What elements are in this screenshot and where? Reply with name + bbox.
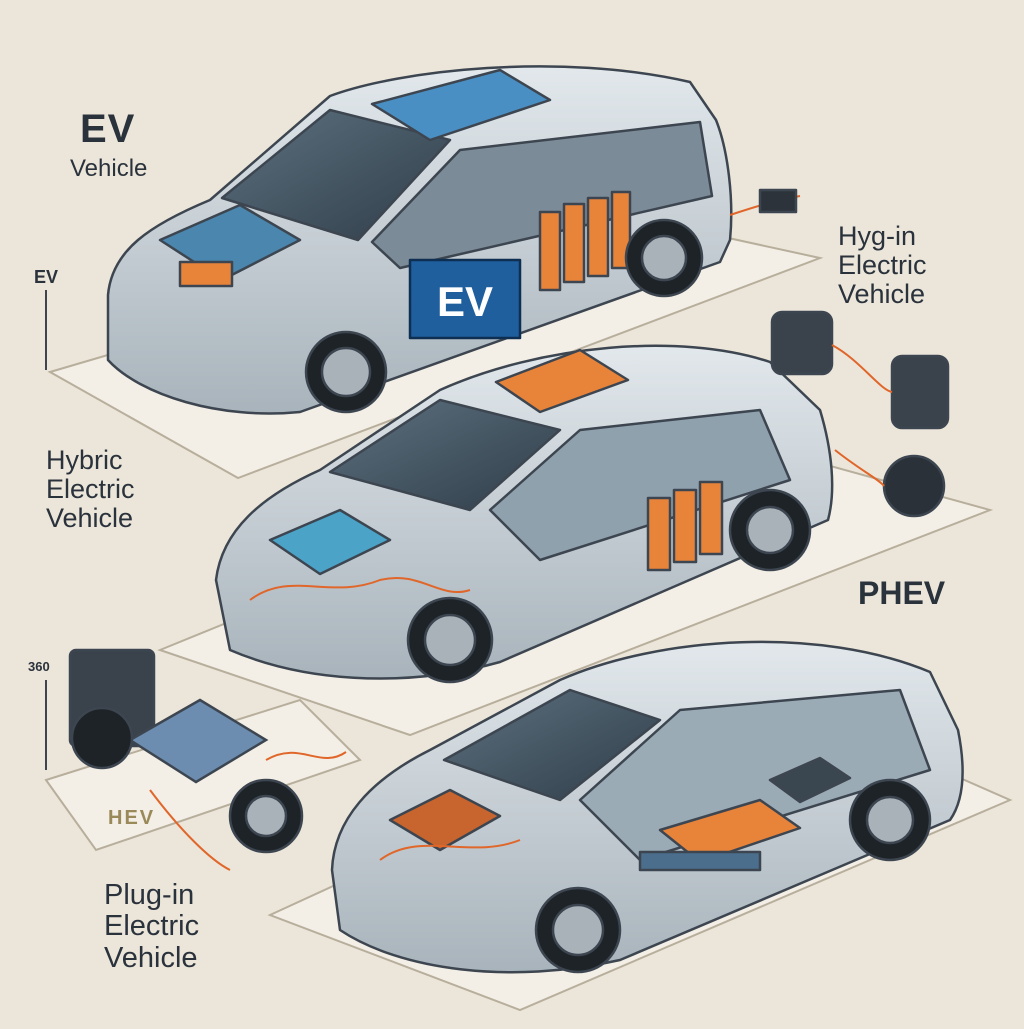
hybrid-rear-battery-modules [646,480,724,572]
ev-front-battery-pack [158,203,302,288]
ev-charger-plug [758,188,798,214]
drivetrain-rear-wheel [70,706,134,770]
hyg-line-2: Electric [838,250,927,281]
plug-line-2: Electric [104,910,200,943]
ev-side-windows [370,120,714,270]
hybrid-cabin-seats [488,408,792,562]
ev-door-badge: EV [437,278,493,325]
hybrid-label: Hybric Electric Vehicle [46,445,206,534]
hybrid-line-2: Electric [46,474,135,505]
plug-line-1: Plug-in [104,879,195,911]
ev-windshield [220,108,452,242]
ev-side-battery-modules [538,190,632,292]
hyg-in-label: Hyg-in Electric Vehicle [838,221,978,310]
small-360-label: 360 [28,659,50,674]
hyg-line-3: Vehicle [838,279,926,310]
drivetrain-motor [127,698,269,784]
ev-door-badge-plate [408,258,522,340]
hybrid-line-3: Vehicle [46,503,134,534]
hybrid-car [214,310,950,684]
phev-label: PHEV [858,575,946,611]
ev-car: EV [106,65,801,415]
hyg-line-1: Hyg-in [838,221,917,251]
phev-cabin-seats [578,688,932,862]
hybrid-engine-bay [249,508,471,601]
hybrid-roof-battery [494,348,630,414]
drivetrain-wiring [149,751,347,871]
plug-in-label: Plug-in Electric Vehicle [104,879,294,974]
ev-roof-battery [370,68,552,142]
phev-windshield [442,688,662,802]
hybrid-windshield [328,398,562,512]
ev-title: EV [80,107,136,151]
ev-subtitle: Vehicle [70,155,148,182]
drivetrain-cutaway [68,648,347,871]
hybrid-motor-assembly [770,310,950,518]
hev-floor-label: HEV [108,807,156,829]
phev-engine-bay [379,788,521,861]
phev-rear-battery-box [768,756,852,804]
phev-underfloor-battery [638,798,802,872]
hybrid-line-1: Hybric [46,445,123,475]
plug-line-3: Vehicle [104,941,198,974]
phev-car [330,640,964,974]
ev-small-label: EV [34,267,59,287]
